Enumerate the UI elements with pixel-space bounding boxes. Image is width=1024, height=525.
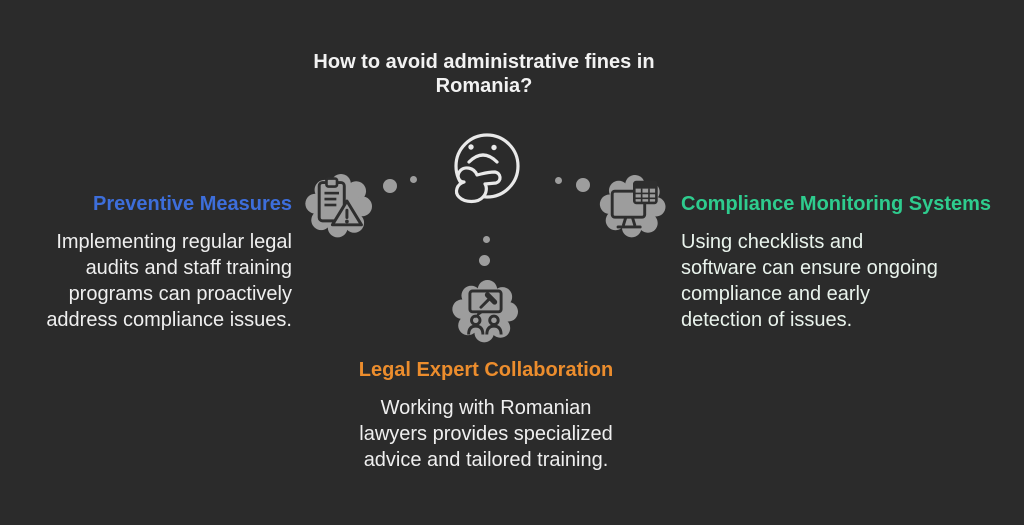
section-compliance-monitoring: Compliance Monitoring Systems Using chec… bbox=[681, 192, 1011, 333]
preventive-measures-heading: Preventive Measures bbox=[92, 193, 292, 215]
page-title: How to avoid administrative fines in Rom… bbox=[313, 51, 655, 97]
legal-expert-heading: Legal Expert Collaboration bbox=[358, 359, 614, 381]
thought-dot bbox=[555, 177, 562, 184]
section-preventive-measures: Preventive Measures Implementing regular… bbox=[0, 192, 292, 333]
compliance-monitoring-body: Using checklists and software can ensure… bbox=[681, 231, 938, 331]
section-legal-expert-collaboration: Legal Expert Collaboration Working with … bbox=[316, 358, 656, 473]
thought-dot bbox=[383, 179, 397, 193]
thought-dot bbox=[410, 176, 417, 183]
monitor-spreadsheet-icon bbox=[599, 174, 666, 238]
compliance-monitoring-heading: Compliance Monitoring Systems bbox=[681, 193, 992, 215]
clipboard-warning-icon bbox=[305, 173, 372, 238]
legal-expert-body: Working with Romanian lawyers provides s… bbox=[359, 397, 613, 471]
thinking-face-icon bbox=[454, 133, 520, 204]
presentation-gavel-icon bbox=[452, 279, 518, 343]
preventive-measures-body: Implementing regular legal audits and st… bbox=[46, 231, 292, 331]
thought-dot bbox=[483, 236, 490, 243]
thought-dot bbox=[479, 255, 490, 266]
thought-dot bbox=[576, 178, 590, 192]
